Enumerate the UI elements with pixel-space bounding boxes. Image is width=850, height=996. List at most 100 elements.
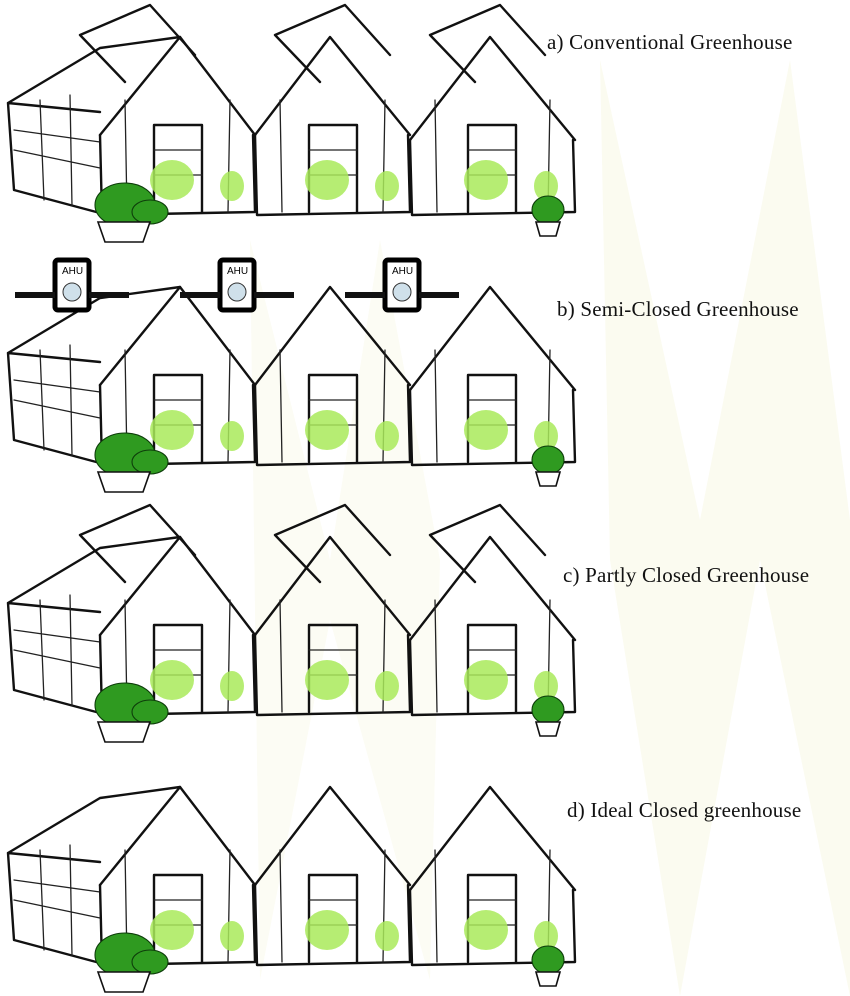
side-roof-outline [6, 785, 182, 965]
plant-foliage [375, 171, 399, 201]
house-walls [253, 883, 412, 967]
plant-foliage [375, 921, 399, 951]
roof-vent-window [428, 503, 547, 584]
door-frame [152, 873, 204, 964]
ahu-fan-icon [392, 282, 412, 302]
panel-conventional-greenhouse: a) Conventional Greenhouse [0, 0, 850, 245]
potted-plant-foliage [131, 449, 169, 475]
panel-ideal-closed-greenhouse: d) Ideal Closed greenhouse [0, 750, 850, 995]
ahu-duct [180, 292, 220, 298]
gable-roof-line [408, 285, 577, 392]
door-frame [307, 123, 359, 214]
ahu-duct [254, 292, 294, 298]
house-walls [408, 888, 577, 967]
gable-roof-line [253, 785, 412, 887]
gable-roof-line [98, 535, 257, 637]
roof-vent-window [273, 503, 392, 584]
plant-pot [96, 721, 152, 743]
plant-foliage [375, 671, 399, 701]
plant-foliage [534, 671, 558, 701]
plant-foliage [220, 171, 244, 201]
plant-foliage [534, 921, 558, 951]
house-walls [98, 883, 257, 967]
ahu-label: AHU [62, 266, 83, 277]
plant-pot [534, 971, 562, 987]
plant-foliage [464, 410, 508, 450]
ahu-label: AHU [227, 266, 248, 277]
plant-pot [534, 221, 562, 237]
plant-foliage [150, 660, 194, 700]
door-frame [466, 873, 518, 964]
plant-foliage [150, 410, 194, 450]
plant-foliage [534, 421, 558, 451]
ahu-duct [89, 292, 129, 298]
side-wall-panes [13, 94, 101, 207]
plant-foliage [375, 421, 399, 451]
roof-vent-window [78, 503, 197, 584]
roof-vent-window [78, 3, 197, 84]
plant-foliage [305, 660, 349, 700]
door-frame [307, 373, 359, 464]
side-wall-panes [13, 594, 101, 707]
side-wall-panes [13, 344, 101, 457]
house-walls [98, 383, 257, 467]
roof-vent-window [428, 3, 547, 84]
greenhouse-row [6, 503, 577, 743]
side-wall-panes [13, 844, 101, 957]
house-walls [98, 133, 257, 217]
potted-plant-foliage [131, 949, 169, 975]
plant-pot [534, 471, 562, 487]
plant-foliage [305, 160, 349, 200]
greenhouse-row-drawing [6, 3, 577, 243]
plant-foliage [534, 171, 558, 201]
greenhouse-row: AHU AHU AHU [6, 257, 577, 493]
plant-pot [534, 721, 562, 737]
house-walls [253, 133, 412, 217]
house-walls [253, 633, 412, 717]
roof-vent-window [273, 3, 392, 84]
ahu-duct [15, 292, 55, 298]
panel-caption: b) Semi-Closed Greenhouse [557, 297, 799, 321]
plant-foliage [464, 660, 508, 700]
plant-pot [96, 221, 152, 243]
potted-plant-foliage [531, 695, 565, 725]
side-roof-outline [6, 35, 182, 215]
ahu-duct [345, 292, 385, 298]
door-frame [307, 623, 359, 714]
ahu-fan-icon [62, 282, 82, 302]
ahu-duct [419, 292, 459, 298]
house-walls [408, 138, 577, 217]
panel-semi-closed-greenhouse: AHU AHU AHU b) Semi-Closed Greenhouse [0, 250, 850, 495]
potted-plant-foliage [531, 945, 565, 975]
plant-foliage [305, 410, 349, 450]
plant-foliage [150, 160, 194, 200]
panel-caption: d) Ideal Closed greenhouse [567, 798, 802, 822]
greenhouse-row-drawing [6, 503, 577, 743]
greenhouse-row [6, 3, 577, 243]
potted-plant-foliage [531, 195, 565, 225]
panel-partly-closed-greenhouse: c) Partly Closed Greenhouse [0, 500, 850, 745]
potted-plant-foliage [131, 199, 169, 225]
greenhouse-row-drawing: AHU AHU AHU [6, 257, 577, 493]
gable-roof-line [408, 535, 577, 642]
ahu-label: AHU [392, 266, 413, 277]
gable-roof-line [98, 785, 257, 887]
panel-caption: a) Conventional Greenhouse [547, 30, 793, 54]
plant-foliage [220, 421, 244, 451]
plant-foliage [464, 910, 508, 950]
door-frame [152, 623, 204, 714]
ahu-fan-icon [227, 282, 247, 302]
house-walls [408, 388, 577, 467]
door-frame [152, 123, 204, 214]
plant-foliage [150, 910, 194, 950]
door-frame [152, 373, 204, 464]
door-frame [307, 873, 359, 964]
door-frame [466, 373, 518, 464]
plant-foliage [305, 910, 349, 950]
house-walls [98, 633, 257, 717]
plant-foliage [220, 921, 244, 951]
potted-plant-foliage [131, 699, 169, 725]
plant-foliage [220, 671, 244, 701]
house-walls [253, 383, 412, 467]
